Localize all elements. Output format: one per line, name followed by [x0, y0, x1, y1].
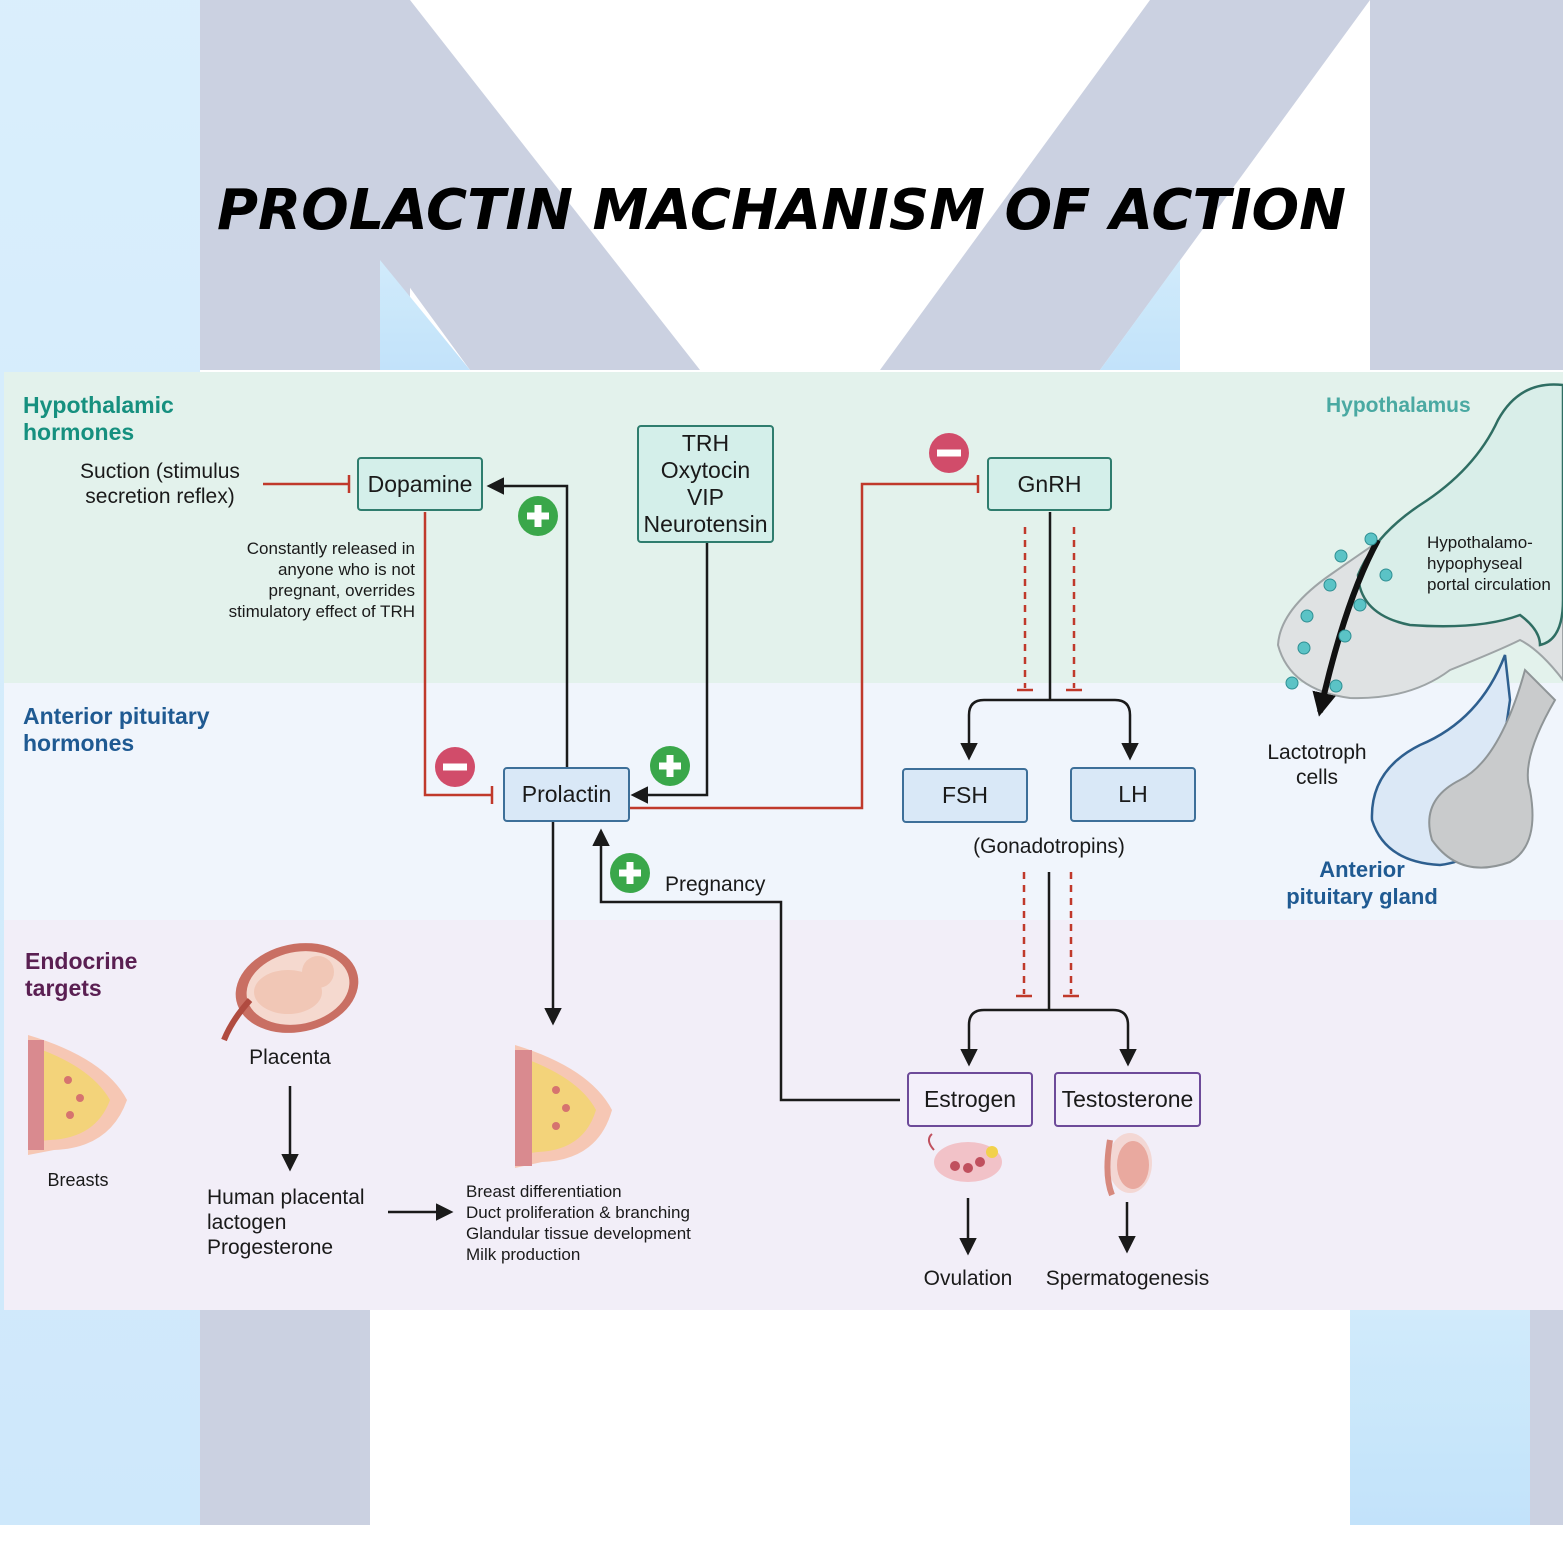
pituitary-band	[4, 683, 1563, 920]
ovary-icon	[928, 1133, 1002, 1182]
pituitary-band-label: Anterior pituitary hormones	[23, 703, 210, 756]
gnrh-branch	[960, 698, 1139, 761]
hpl-progesterone-label: Human placental lactogen Progesterone	[207, 1186, 365, 1259]
plus-circle-icon	[610, 853, 650, 893]
testis-icon	[1104, 1133, 1152, 1197]
dopamine-node: Dopamine	[357, 457, 483, 511]
portal-circulation-label: Hypothalamo- hypophyseal portal circulat…	[1427, 533, 1551, 594]
trh-group-node: TRH Oxytocin VIP Neurotensin	[637, 425, 774, 543]
connection-lines	[263, 475, 1139, 1256]
breast-effects-label: Breast differentiation Duct proliferatio…	[466, 1182, 691, 1264]
suction-label: Suction (stimulus secretion reflex)	[80, 460, 240, 508]
pregnancy-label: Pregnancy	[665, 873, 766, 896]
dopamine-note: Constantly released in anyone who is not…	[228, 539, 415, 621]
gonadotropins-branch	[960, 1008, 1137, 1067]
gonadotropins-label: (Gonadotropins)	[973, 835, 1125, 858]
minus-circle-icon	[929, 433, 969, 473]
breast-cross-section-icon	[515, 1045, 612, 1168]
lactotroph-label: Lactotroph cells	[1267, 741, 1367, 789]
estrogen-node: Estrogen	[907, 1072, 1033, 1127]
ovulation-label: Ovulation	[923, 1267, 1013, 1290]
estrogen-pregnancy-arrow	[592, 828, 900, 1102]
gnrh-node: GnRH	[987, 457, 1112, 511]
testosterone-node: Testosterone	[1054, 1072, 1201, 1127]
breast-cross-section-icon	[28, 1035, 127, 1155]
pituitary-gland-icon	[1276, 383, 1563, 869]
minus-circle-icon	[435, 747, 475, 787]
prolactin-to-dopamine-arrow	[486, 477, 569, 767]
plus-circle-icon	[518, 496, 558, 536]
anterior-gland-label: Anterior pituitary gland	[1286, 857, 1438, 909]
breasts-label: Breasts	[47, 1170, 109, 1190]
page-title: PROLACTIN MACHANISM OF ACTION	[216, 178, 1347, 243]
trh-to-prolactin-arrow	[630, 543, 709, 804]
prolactin-node: Prolactin	[503, 767, 630, 822]
fsh-node: FSH	[902, 768, 1028, 823]
placenta-label: Placenta	[249, 1046, 331, 1069]
lh-node: LH	[1070, 767, 1196, 822]
hypothalamic-band-label: Hypothalamic hormones	[23, 392, 174, 445]
dopamine-inhibition-line	[423, 512, 492, 797]
fetus-placenta-icon	[221, 943, 359, 1042]
prolactin-gnrh-inhibition-line	[630, 482, 978, 810]
plus-circle-icon	[650, 746, 690, 786]
endocrine-band-label: Endocrine targets	[25, 948, 138, 1001]
spermatogenesis-label: Spermatogenesis	[1045, 1267, 1210, 1290]
hypothalamus-label: Hypothalamus	[1326, 394, 1471, 417]
